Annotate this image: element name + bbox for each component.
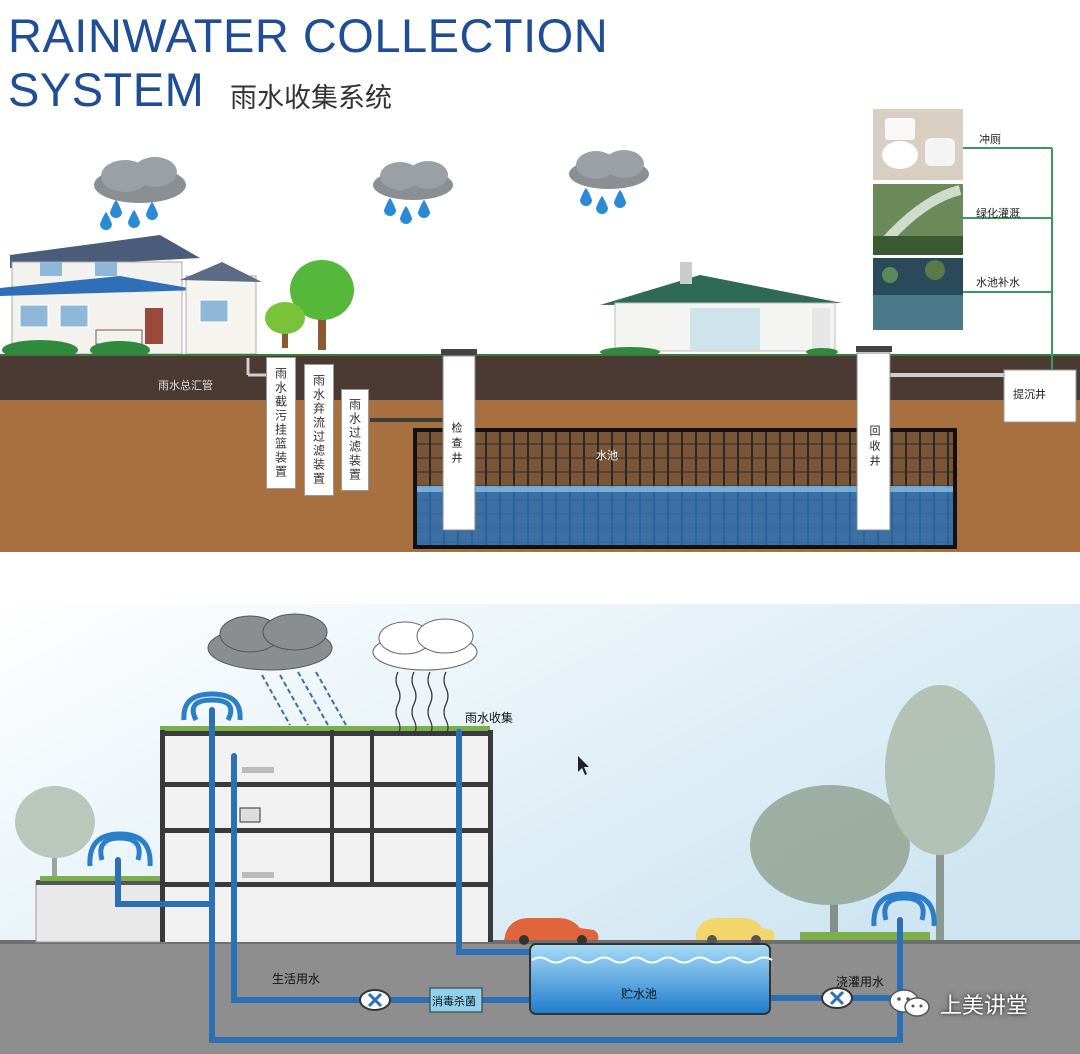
- device-label-filter: 雨水过滤装置: [341, 389, 369, 491]
- top-diagram: [0, 109, 1080, 552]
- disinfection-label: 消毒杀菌: [432, 995, 476, 1008]
- watermark-text: 上美讲堂: [940, 994, 1029, 1019]
- pump-icon: [821, 987, 853, 1009]
- cloud-icon: [569, 150, 649, 214]
- car-icon: [504, 918, 599, 945]
- house-icon: [0, 235, 262, 355]
- toilet-image: [873, 109, 963, 180]
- irrigation-image: [873, 184, 963, 255]
- collection-label: 雨水收集: [465, 711, 514, 725]
- wechat-icon: [889, 989, 930, 1017]
- recovery-well-label: 回收井: [868, 425, 881, 470]
- cloud-icon: [373, 161, 453, 224]
- storage-tank-label: 贮水池: [621, 987, 658, 1001]
- title-line-1: RAINWATER COLLECTION: [8, 9, 609, 62]
- car-icon: [696, 918, 775, 945]
- tank-label: 水池: [596, 449, 618, 462]
- use-label-pond: 水池补水: [976, 276, 1020, 289]
- device-label-diversion: 雨水弃流过滤装置: [304, 364, 334, 496]
- tree-icon: [750, 685, 995, 940]
- pavilion-icon: [600, 262, 842, 352]
- title-chinese: 雨水收集系统: [230, 83, 392, 114]
- domestic-water-label: 生活用水: [272, 972, 321, 986]
- cloud-icon: [207, 613, 333, 671]
- irrigation-water-label: 浇灌用水: [836, 975, 885, 989]
- bottom-diagram: [0, 604, 1080, 1054]
- tree-icon: [265, 260, 354, 350]
- title-line-2: SYSTEM: [8, 63, 205, 116]
- cursor-icon: [578, 756, 589, 775]
- building: [35, 726, 493, 943]
- main-pipe-label: 雨水总汇管: [158, 379, 213, 392]
- use-label-toilet: 冲厕: [979, 133, 1001, 146]
- cloud-icon: [94, 157, 186, 230]
- sediment-well-label: 提沉井: [1013, 388, 1046, 401]
- inspection-well-label: 检查井: [450, 422, 463, 467]
- device-label-basket: 雨水截污挂篮装置: [266, 357, 296, 489]
- pond-image: [873, 258, 963, 330]
- pump-icon: [359, 989, 391, 1011]
- fountain-icon: [87, 691, 937, 927]
- watermark: 上美讲堂: [888, 988, 1028, 1020]
- cloud-icon: [372, 618, 478, 671]
- use-label-irrigation: 绿化灌溉: [976, 207, 1020, 220]
- tree-icon: [15, 786, 95, 890]
